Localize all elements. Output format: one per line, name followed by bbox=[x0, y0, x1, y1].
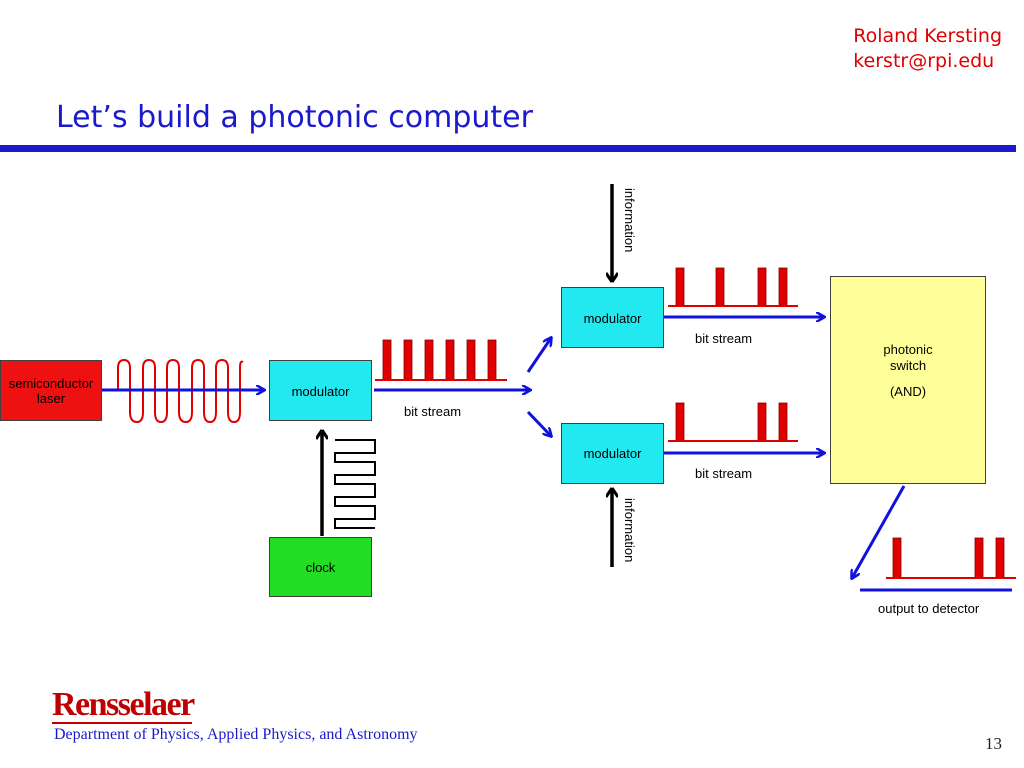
logo-underline bbox=[52, 722, 192, 724]
modulator-main-label: modulator bbox=[291, 384, 350, 399]
bitstream-main-label: bit stream bbox=[404, 404, 462, 419]
laser-label-line2: laser bbox=[36, 391, 66, 406]
author-email: kerstr@rpi.edu bbox=[853, 50, 995, 72]
page-number: 13 bbox=[985, 734, 1002, 753]
switch-label-line2: switch bbox=[889, 358, 927, 373]
modulator-main-box: modulator bbox=[269, 360, 372, 421]
modulator-top-box: modulator bbox=[561, 287, 664, 348]
bitstream-top-label: bit stream bbox=[695, 331, 753, 346]
modulator-bottom-label: modulator bbox=[583, 446, 642, 461]
author-name: Roland Kersting bbox=[853, 25, 1002, 47]
bitstream-main-pulses bbox=[375, 339, 507, 381]
author-block: Roland Kersting kerstr@rpi.edu bbox=[853, 24, 1002, 74]
title-divider bbox=[0, 145, 1016, 152]
switch-label-line1: photonic bbox=[883, 342, 933, 357]
photonic-switch-box: photonic switch (AND) bbox=[830, 276, 986, 484]
info-bottom-label: information bbox=[622, 498, 637, 563]
bitstream-top-pulses bbox=[668, 267, 798, 307]
laser-light-wave bbox=[117, 358, 244, 424]
bitstream-bottom-pulses bbox=[668, 402, 798, 442]
clock-box: clock bbox=[269, 537, 372, 597]
rensselaer-logo: Rensselaer bbox=[52, 686, 195, 723]
output-label: output to detector bbox=[878, 601, 980, 616]
output-arrow bbox=[852, 485, 906, 578]
clock-square-wave bbox=[334, 439, 376, 529]
laser-label-line1: semiconductor bbox=[8, 376, 94, 391]
bitstream-bottom-label: bit stream bbox=[695, 466, 753, 481]
split-up-arrow bbox=[526, 338, 551, 373]
switch-label-line3: (AND) bbox=[889, 384, 927, 399]
output-pulses bbox=[886, 537, 1016, 579]
department-name: Department of Physics, Applied Physics, … bbox=[54, 726, 418, 743]
modulator-bottom-box: modulator bbox=[561, 423, 664, 484]
clock-label: clock bbox=[305, 560, 336, 575]
semiconductor-laser-box: semiconductor laser bbox=[0, 360, 102, 421]
split-down-arrow bbox=[526, 410, 551, 436]
modulator-top-label: modulator bbox=[583, 311, 642, 326]
info-top-label: information bbox=[622, 188, 637, 253]
slide-title: Let’s build a photonic computer bbox=[56, 100, 533, 135]
